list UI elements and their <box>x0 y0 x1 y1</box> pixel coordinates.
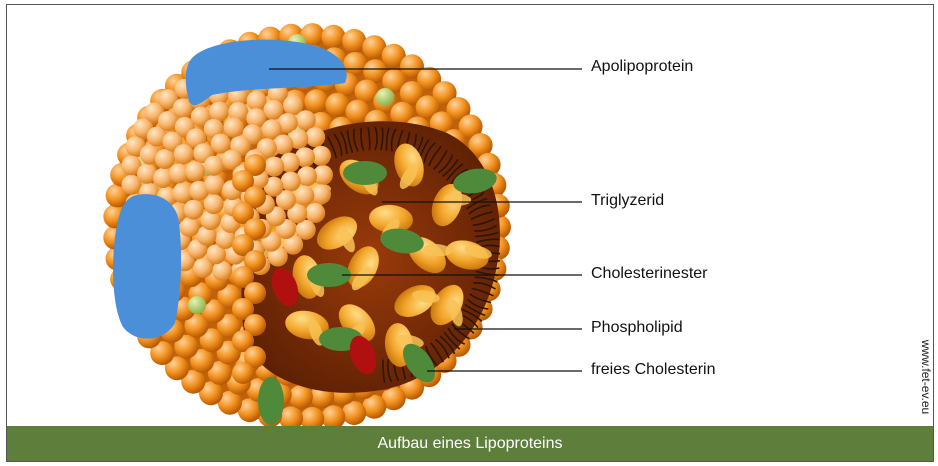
phospholipid-head-light <box>224 118 244 138</box>
label-cholesterinester: Cholesterinester <box>591 265 708 283</box>
label-apolipoprotein: Apolipoprotein <box>591 58 693 76</box>
phospholipid-head-light <box>155 149 175 169</box>
watermark-text: www.fet-ev.eu <box>919 340 933 414</box>
caption-title: Aufbau eines Lipoproteins <box>377 435 562 453</box>
phospholipid-head-light <box>185 161 205 181</box>
phospholipid-head-light <box>204 175 224 195</box>
label-phospholipid: Phospholipid <box>591 319 683 337</box>
phospholipid-head-light <box>305 203 325 223</box>
phospholipid-head <box>304 89 328 113</box>
label-freies-cholesterin: freies Cholesterin <box>591 361 716 379</box>
phospholipid-head-light <box>281 172 301 192</box>
figure-frame: Apolipoprotein Triglyzerid Cholesterines… <box>6 4 934 462</box>
free-cholesterol-dot <box>188 296 206 314</box>
apolipoprotein-left <box>113 194 181 339</box>
phospholipid-head-light <box>247 91 267 111</box>
phospholipid-head-light <box>204 156 224 176</box>
phospholipid-head-light <box>273 135 293 155</box>
lipoprotein-diagram <box>7 5 934 428</box>
watermark: www.fet-ev.eu <box>916 321 934 433</box>
phospholipid-head-light <box>174 144 194 164</box>
free-cholesterol-dot <box>376 88 394 106</box>
phospholipid-head-light <box>184 200 204 220</box>
phospholipid-head <box>289 385 313 409</box>
phospholipid-head <box>321 25 345 49</box>
caption-bar: Aufbau eines Lipoproteins <box>7 426 933 461</box>
phospholipid-head-light <box>296 110 316 130</box>
cholesterinester <box>343 161 387 185</box>
phospholipid-head <box>232 362 254 384</box>
free-cholesterol-bottom-left <box>258 377 284 425</box>
phospholipid-head-light <box>209 102 229 122</box>
label-triglyzerid: Triglyzerid <box>591 192 664 210</box>
